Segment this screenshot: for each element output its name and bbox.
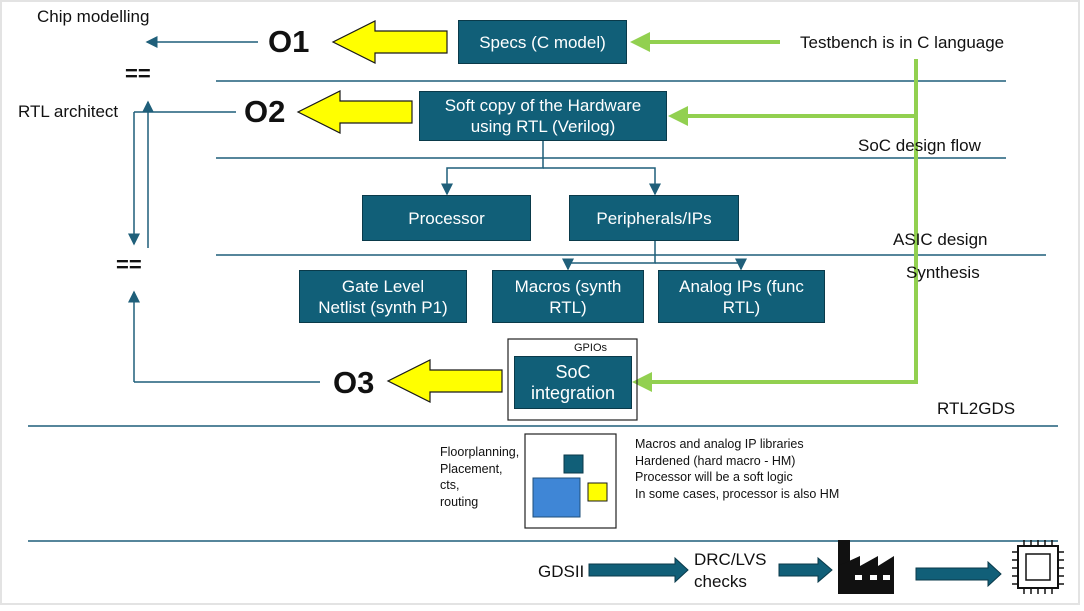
drc-to-fab-arrow <box>778 556 833 584</box>
output-o2: O2 <box>244 94 286 129</box>
macros-box: Macros (synth RTL) <box>492 270 644 323</box>
output-o3: O3 <box>333 365 375 400</box>
soft-copy-rtl-box: Soft copy of the Hardware using RTL (Ver… <box>419 91 667 141</box>
gate-level-netlist-box: Gate Level Netlist (synth P1) <box>299 270 467 323</box>
testbench-label: Testbench is in C language <box>800 33 1005 52</box>
factory-icon <box>838 540 894 594</box>
chip-icon <box>1012 540 1064 594</box>
floorplan-block-large <box>532 477 581 518</box>
soc-integration-box: SoC integration <box>514 356 632 409</box>
rtl-to-peripherals-connector <box>543 167 661 196</box>
peripherals-to-analog-connector <box>655 258 747 271</box>
fab-to-chip-arrow <box>915 560 1002 588</box>
peripherals-to-macros-connector <box>562 241 656 271</box>
gpios-label: GPIOs <box>574 342 608 354</box>
specs-box: Specs (C model) <box>458 20 627 64</box>
output-o1: O1 <box>268 24 310 59</box>
hardening-notes-text: Macros and analog IP libraries Hardened … <box>635 437 840 501</box>
rtl-architect-label: RTL architect <box>18 102 119 121</box>
physical-steps-text: Floorplanning, Placement, cts, routing <box>440 445 520 509</box>
o2-yellow-arrow <box>296 90 413 134</box>
o3-yellow-arrow <box>386 359 503 403</box>
floorplan-block-small <box>563 454 584 474</box>
drc-lvs-label: DRC/LVS checks <box>694 550 767 591</box>
asic-design-label: ASIC design <box>893 230 988 249</box>
gdsii-to-drc-arrow <box>588 556 689 584</box>
soc-design-flow-label: SoC design flow <box>858 136 981 155</box>
equivalence-mid: == <box>116 252 142 277</box>
gdsii-label: GDSII <box>538 562 585 581</box>
equivalence-top: == <box>125 61 151 86</box>
peripherals-box: Peripherals/IPs <box>569 195 739 241</box>
soc-frame <box>507 338 638 421</box>
processor-box: Processor <box>362 195 531 241</box>
o1-yellow-arrow <box>331 20 448 64</box>
synthesis-label: Synthesis <box>906 263 980 282</box>
floorplan-block-yellow <box>587 482 608 502</box>
rtl2gds-label: RTL2GDS <box>937 399 1016 418</box>
rtl-to-processor-connector <box>441 141 544 196</box>
analog-ips-box: Analog IPs (func RTL) <box>658 270 825 323</box>
chip-modelling-label: Chip modelling <box>37 7 150 26</box>
